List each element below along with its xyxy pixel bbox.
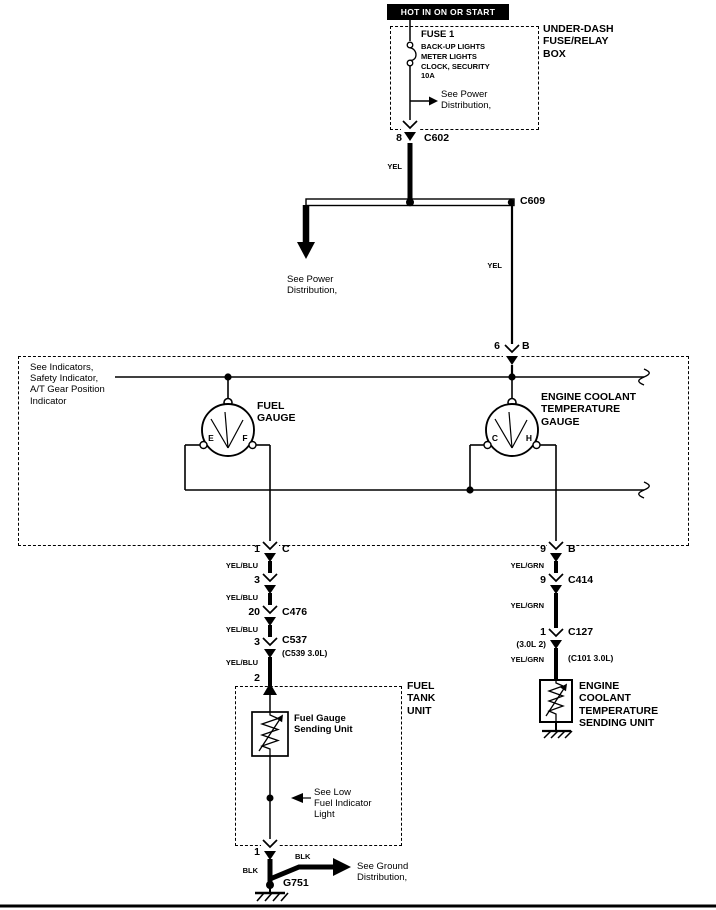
wire-color-yelblu-3: YEL/BLU — [225, 625, 258, 634]
cluster-top-bus — [115, 368, 650, 386]
see-power-note-top: See Power Distribution, — [441, 89, 492, 112]
pin-6: 6 — [494, 340, 500, 352]
connector-c127-symbol — [547, 628, 565, 649]
connector-tank-bottom-symbol — [261, 839, 279, 887]
pin-2: 2 — [254, 672, 260, 684]
pin-1-c: 1 — [254, 543, 260, 555]
wire-color-yelblu-2: YEL/BLU — [225, 593, 258, 602]
fuel-gauge-label: FUEL GAUGE — [257, 400, 296, 425]
cluster-bottom-bus — [185, 481, 650, 499]
pin-9b: 9 — [540, 574, 546, 586]
ground-dist-arrow — [269, 858, 351, 882]
see-ground-note: See Ground Distribution, — [357, 861, 409, 884]
pin-8: 8 — [396, 132, 402, 144]
c602-connector-symbol — [401, 120, 419, 141]
c609-bus — [305, 198, 515, 207]
see-low-fuel-note: See Low Fuel Indicator Light — [314, 787, 372, 821]
connector-c127-label: C127 — [568, 626, 594, 638]
coolant-gauge-label: ENGINE COOLANT TEMPERATURE GAUGE — [541, 391, 637, 428]
under-dash-fuse-box-outline — [390, 26, 539, 130]
connector-c-symbol — [261, 541, 279, 562]
connector-c414-symbol — [547, 573, 565, 594]
terminal-c-label: C — [282, 543, 290, 555]
wire-color-blk-1: BLK — [242, 866, 258, 875]
wire-color-yelblu-4: YEL/BLU — [225, 658, 258, 667]
fuse1-label: FUSE 1 — [421, 29, 455, 40]
wire-color-yel-2: YEL — [487, 261, 502, 270]
see-indicators-note: See Indicators, Safety Indicator, A/T Ge… — [30, 362, 105, 407]
connector-c537-symbol — [261, 637, 279, 658]
see-power-arrow-left — [297, 205, 315, 259]
pin-3a: 3 — [254, 574, 260, 586]
hot-in-on-badge: HOT IN ON OR START — [387, 4, 509, 20]
connector-c602-label: C602 — [424, 132, 450, 144]
wire-color-yel-1: YEL — [387, 162, 402, 171]
connector-c539-label: (C539 3.0L) — [282, 648, 328, 658]
coolant-gauge-h: H — [525, 433, 533, 443]
pin-9a: 9 — [540, 543, 546, 555]
connector-c101-label: (C101 3.0L) — [568, 653, 614, 663]
fuse-symbol — [406, 19, 417, 126]
pin-20: 20 — [248, 606, 260, 618]
pin-1-bottom: 1 — [254, 846, 260, 858]
see-power-note-left: See Power Distribution, — [287, 274, 338, 297]
pin-1-right: 1 — [540, 626, 546, 638]
fuel-gauge-f: F — [242, 433, 248, 443]
fuel-gauge-e: E — [208, 433, 214, 443]
ground-g751-label: G751 — [283, 877, 309, 889]
wire-color-yelgrn-1: YEL/GRN — [510, 561, 544, 570]
terminal-b-label: B — [522, 340, 530, 352]
low-fuel-arrow — [291, 793, 311, 803]
under-dash-box-label: UNDER-DASH FUSE/RELAY BOX — [543, 23, 614, 60]
ground-symbol-g751 — [255, 881, 289, 902]
fuel-tank-unit-label: FUEL TANK UNIT — [407, 680, 436, 717]
connector-c414-label: C414 — [568, 574, 594, 586]
instrument-cluster-outline — [18, 356, 689, 546]
coolant-sending-resistor — [539, 679, 573, 723]
connector-c476-symbol — [261, 605, 279, 626]
coolant-gauge-c: C — [491, 433, 499, 443]
connector-b-symbol — [503, 344, 521, 377]
connector-c609-label: C609 — [520, 195, 546, 207]
fuse1-detail: BACK-UP LIGHTS METER LIGHTS CLOCK, SECUR… — [421, 42, 490, 81]
fuel-sending-unit-label: Fuel Gauge Sending Unit — [294, 713, 353, 736]
ground-symbol-coolant — [542, 722, 573, 739]
see-power-arrow-top — [410, 96, 438, 106]
c127-variant-label: (3.0L 2) — [516, 639, 546, 649]
terminal-b2-label: B — [568, 543, 576, 555]
fuel-sending-resistor — [251, 686, 289, 844]
connector-c537-label: C537 — [282, 634, 308, 646]
fuel-gauge-symbol — [184, 377, 271, 546]
wire-color-blk-2: BLK — [295, 852, 311, 861]
coolant-gauge-symbol — [469, 377, 557, 546]
connector-3-symbol — [261, 573, 279, 594]
wire-color-yelblu-1: YEL/BLU — [225, 561, 258, 570]
coolant-sending-unit-label: ENGINE COOLANT TEMPERATURE SENDING UNIT — [579, 680, 659, 730]
connector-c476-label: C476 — [282, 606, 308, 618]
pin-3b: 3 — [254, 636, 260, 648]
connector-b2-symbol — [547, 541, 565, 562]
wire-color-yelgrn-3: YEL/GRN — [510, 655, 544, 664]
fuel-tank-unit-outline — [235, 686, 402, 846]
wire-color-yelgrn-2: YEL/GRN — [510, 601, 544, 610]
